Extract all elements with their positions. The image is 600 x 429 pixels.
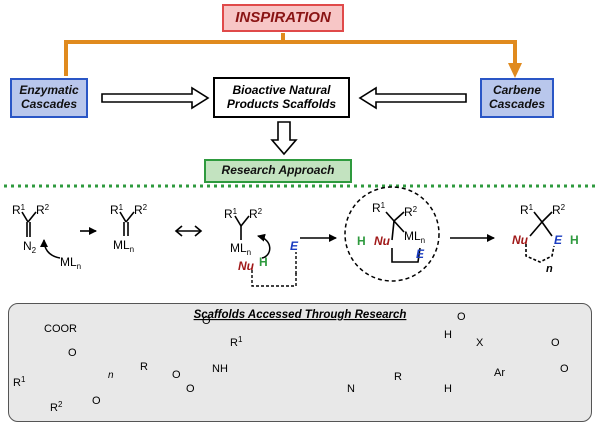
scaffold-2-lactam-o: O xyxy=(186,383,195,395)
scaffold-2-ring-o: O xyxy=(172,369,181,381)
cyclic-product xyxy=(525,211,555,263)
scaffold-5-o-1: O xyxy=(551,337,560,349)
carbocation-metallate xyxy=(234,215,250,240)
ylide-intermediate-bonds xyxy=(385,211,421,263)
enzymatic-cascades-box: Enzymatic Cascades xyxy=(10,78,88,118)
scaffold-1-r2: R2 xyxy=(50,400,63,414)
scaffold-2-r: R xyxy=(140,361,148,373)
intermediate-r1: R1 xyxy=(372,201,386,215)
metal-carbene xyxy=(119,211,135,236)
hollow-arrow-enzymatic-to-target xyxy=(101,86,210,110)
catalyst-label: MLn xyxy=(60,255,81,271)
scaffold-3-n: N xyxy=(347,383,355,395)
catalyst-curved-arrow xyxy=(40,239,61,259)
natural-products-box: Bioactive Natural Products Scaffolds xyxy=(213,77,350,118)
target-line2: Products Scaffolds xyxy=(226,96,337,111)
zwitterion-r2: R2 xyxy=(249,207,263,221)
product-r1: R1 xyxy=(520,203,534,217)
carbene-r1: R1 xyxy=(110,203,124,217)
research-approach-box: Research Approach xyxy=(204,159,352,183)
scaffold-2-carbonyl-o: O xyxy=(202,315,211,327)
zwitterion-h: H xyxy=(259,255,268,269)
scaffold-1-o: O xyxy=(68,347,77,359)
scaffold-2-nh: NH xyxy=(212,363,228,375)
carbene-r2: R2 xyxy=(134,203,148,217)
zwitterion-mln: MLn xyxy=(230,241,251,257)
enzymatic-line2: Cascades xyxy=(20,97,78,111)
intermediate-r2: R2 xyxy=(404,205,418,219)
scaffold-4-o: O xyxy=(457,311,466,323)
product-n: n xyxy=(546,263,553,275)
diazo-r1: R1 xyxy=(12,203,26,217)
scaffold-4-x: X xyxy=(476,337,484,349)
scaffold-5-o-2: O xyxy=(560,363,569,375)
scaffold-1-n: n xyxy=(108,370,114,381)
nucleophile-curved-arrow xyxy=(257,233,271,259)
intermediate-e: E xyxy=(416,247,425,261)
carbene-line2: Cascades xyxy=(488,97,546,111)
carbene-cascades-box: Carbene Cascades xyxy=(480,78,554,118)
zwitterion-nu: Nu xyxy=(238,259,255,273)
hollow-arrow-target-to-approach xyxy=(270,121,298,156)
research-approach-label: Research Approach xyxy=(221,163,335,178)
product-nu: Nu xyxy=(512,233,529,247)
product-r2: R2 xyxy=(552,203,566,217)
scaffold-panel xyxy=(8,303,592,422)
resonance-arrow xyxy=(174,225,203,237)
inspiration-connector xyxy=(64,40,517,76)
scaffold-3-r: R xyxy=(394,371,402,383)
scaffold-1-r1: R1 xyxy=(13,375,26,389)
diazo-n2: N2 xyxy=(23,239,37,255)
inspiration-arrowhead xyxy=(508,63,522,78)
scaffold-1-ester: COOR xyxy=(44,323,77,335)
scaffold-1-ketone-o: O xyxy=(92,395,101,407)
scaffold-4-h-top: H xyxy=(444,329,452,341)
inspiration-label: INSPIRATION xyxy=(235,9,331,27)
hollow-arrow-carbene-to-target xyxy=(358,86,467,110)
intermediate-nu: Nu xyxy=(374,234,391,248)
scaffold-4-h-bottom: H xyxy=(444,383,452,395)
enzymatic-line1: Enzymatic xyxy=(19,83,79,98)
intermediate-h: H xyxy=(357,234,366,248)
scaffold-2-r1: R1 xyxy=(230,335,243,349)
product-e: E xyxy=(554,233,563,247)
zwitterion-e: E xyxy=(290,239,299,253)
product-h: H xyxy=(570,233,579,247)
diazo-compound xyxy=(21,211,37,237)
inspiration-box: INSPIRATION xyxy=(222,4,344,32)
carbene-line1: Carbene xyxy=(492,83,541,98)
zwitterion-r1: R1 xyxy=(224,207,238,221)
target-line1: Bioactive Natural xyxy=(232,82,331,97)
scaffold-4-ar: Ar xyxy=(494,367,505,379)
carbene-mln: MLn xyxy=(113,238,134,254)
scaffolds-title: Scaffolds Accessed Through Research xyxy=(194,309,407,321)
intermediate-dashed-circle xyxy=(344,186,440,282)
diazo-r2: R2 xyxy=(36,203,50,217)
tether-linker-1 xyxy=(251,270,297,287)
intermediate-mln: MLn xyxy=(404,229,425,245)
